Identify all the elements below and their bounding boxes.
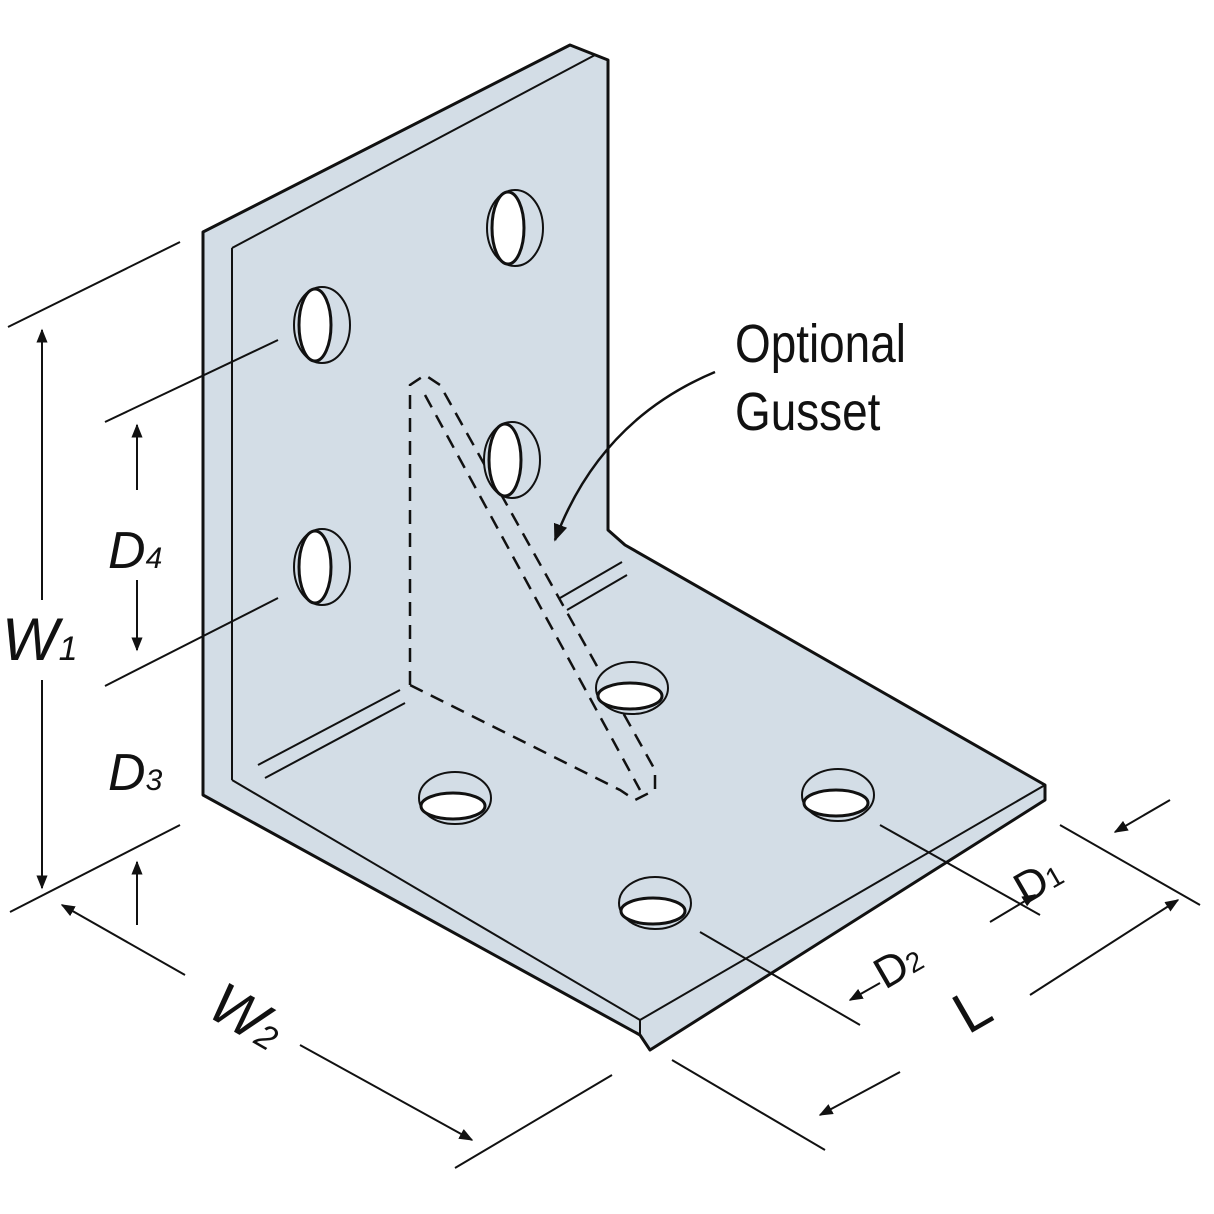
hole (486, 189, 544, 267)
dimension-lines (7, 241, 1201, 1169)
annotation-optional: Optional (735, 314, 906, 374)
top-edge-inner (231, 54, 609, 249)
optional-gusset-outline (408, 373, 657, 802)
hole (293, 286, 351, 364)
d1-arrow (1113, 799, 1171, 833)
bend-line-d (566, 574, 628, 611)
hole (293, 528, 351, 606)
d2-extension-right (879, 824, 1041, 916)
w2-arrow-left (60, 904, 186, 976)
l-arrow-left (818, 1071, 901, 1116)
annotation-gusset: Gusset (735, 382, 880, 442)
hole (801, 768, 875, 822)
bend-outer (231, 779, 641, 1021)
front-edge-inner (639, 784, 1046, 1021)
gusset-pointer-arrow (553, 370, 716, 542)
label-w1: W1 (2, 606, 78, 673)
w1-extension-top (7, 241, 181, 328)
d4-extension-bottom (104, 597, 279, 687)
bend-line-a (257, 689, 401, 766)
label-d4: D4 (108, 522, 162, 580)
l-extension-left (671, 1059, 826, 1151)
hole (418, 771, 492, 825)
hole (618, 876, 692, 930)
d2-arrow-right (989, 894, 1037, 923)
label-d3: D3 (108, 744, 163, 802)
w2-arrow-right (299, 1044, 474, 1141)
w1-extension-bottom (9, 824, 181, 913)
label-l: L (942, 974, 1002, 1046)
l-arrow-right (1029, 899, 1180, 996)
l-extension-right (1059, 824, 1201, 906)
hole (595, 661, 669, 715)
bend-line-c (559, 561, 623, 599)
d2-arrow-left (848, 982, 881, 1001)
bend-line-b (264, 702, 406, 779)
d2-extension-left (699, 931, 861, 1026)
label-w2: W2 (199, 970, 295, 1063)
hole (483, 421, 541, 499)
d4-extension-top (104, 339, 279, 423)
w2-extension-right (454, 1074, 613, 1169)
label-d2: D2 (866, 933, 932, 999)
holes (293, 189, 875, 930)
label-d1: D1 (1006, 848, 1072, 914)
